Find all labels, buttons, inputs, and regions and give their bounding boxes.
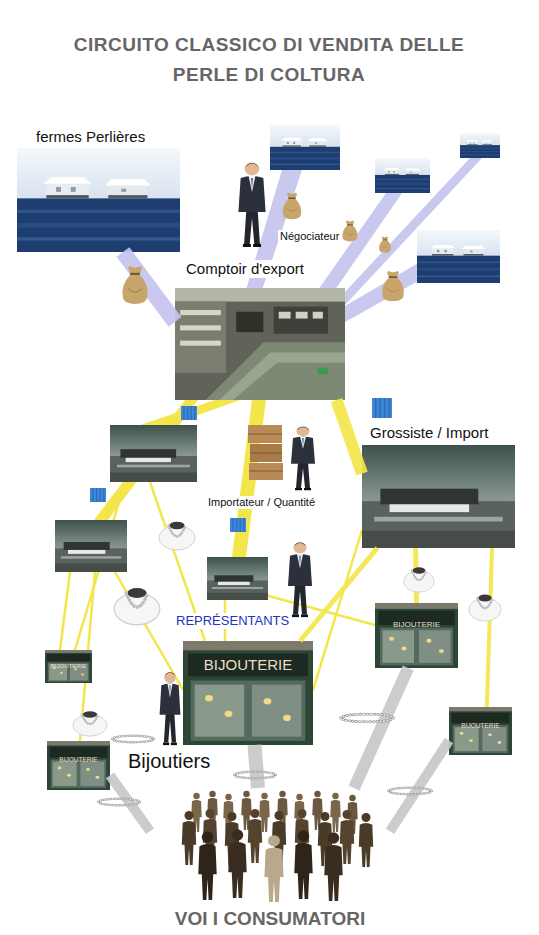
farm-photo	[375, 158, 430, 193]
supply-beam	[110, 775, 150, 831]
supply-line	[224, 600, 227, 641]
pearl-strand	[234, 772, 275, 778]
supply-beam	[487, 548, 492, 707]
supply-line	[115, 572, 183, 690]
money-bag	[283, 193, 302, 219]
person	[294, 830, 312, 899]
export-node: Comptoir d'export	[175, 258, 345, 400]
shop-photo	[47, 741, 110, 790]
cartons	[248, 425, 283, 480]
shop-photo	[45, 650, 92, 683]
necklace-display	[159, 522, 195, 550]
person	[359, 813, 373, 867]
pictures	[17, 125, 515, 790]
shop-sign: BIJOUTERIE	[204, 656, 292, 674]
node-heading: fermes Perlières	[33, 128, 148, 146]
wholesaler-node: Grossiste / Import	[362, 424, 515, 548]
supply-beam	[337, 400, 363, 474]
node-heading: Comptoir d'export	[183, 260, 307, 278]
carton-tape	[248, 434, 283, 471]
group-label: Bijoutiers	[126, 749, 212, 773]
shop-sign: BIJOUTERIE	[393, 620, 440, 630]
supply-beam	[300, 548, 377, 641]
crowd	[182, 791, 373, 902]
export-beam	[94, 400, 198, 520]
jeweller-shop: BIJOUTERIE	[47, 741, 110, 790]
necklace-display	[73, 711, 107, 736]
farm-photo	[17, 148, 180, 252]
person	[264, 835, 283, 902]
role-label: Importateur / Quantité	[206, 496, 317, 509]
farm-photo	[417, 230, 500, 283]
supply-beam	[354, 668, 408, 788]
jeweller-shop: BIJOUTERIE	[375, 603, 458, 668]
node-heading: Grossiste / Import	[367, 424, 491, 442]
supply-beam	[123, 252, 175, 322]
farm-photo	[270, 125, 340, 170]
role-label: REPRÉSENTANTS	[174, 613, 291, 629]
wholesaler-photo	[362, 445, 515, 548]
person	[324, 832, 342, 901]
farm-node: fermes Perlières	[17, 128, 180, 252]
necklace-display	[469, 594, 501, 621]
export-photo	[175, 288, 345, 400]
shop-sign: BIJOUTERIE	[59, 756, 97, 764]
money-bag	[382, 271, 404, 301]
pearl-strand	[341, 714, 393, 722]
wholesaler-photo	[207, 557, 268, 600]
wholesaler-photo	[55, 520, 127, 572]
node-heading: VOI I CONSUMATORI	[175, 908, 365, 931]
jeweller-shop: BIJOUTERIE	[449, 707, 512, 755]
money-bag	[379, 236, 391, 252]
person	[228, 829, 246, 898]
role-label: Négociateur	[278, 230, 341, 243]
shipping-container	[372, 398, 392, 418]
negotiator-figure	[238, 163, 265, 248]
supply-beam	[255, 745, 259, 788]
person	[330, 793, 340, 832]
supply-line	[150, 482, 205, 641]
jeweller-shop: BIJOUTERIE	[183, 641, 313, 745]
money-bag	[342, 221, 357, 242]
diagram-title: CIRCUITO CLASSICO DI VENDITA DELLE PERLE…	[69, 30, 469, 90]
representative-figure	[288, 542, 312, 617]
shop-photo	[375, 603, 458, 668]
pearl-strand	[388, 788, 431, 794]
shop-sign: BIJOUTERIE	[51, 663, 86, 670]
shop-photo	[183, 641, 313, 745]
person	[248, 809, 262, 863]
money-bag	[122, 266, 147, 304]
person	[182, 811, 196, 865]
jeweller-figure	[160, 672, 181, 745]
shipping-container	[181, 406, 197, 420]
person	[198, 831, 216, 900]
necklace-display	[404, 567, 434, 592]
shipping-container	[90, 488, 106, 502]
wholesaler-photo	[110, 425, 197, 482]
person	[340, 810, 354, 864]
shop-sign: BIJOUTERIE	[461, 722, 499, 730]
supply-beam	[390, 741, 449, 832]
supply-line	[313, 530, 362, 690]
shipping-container	[230, 518, 246, 532]
shop-photo	[449, 707, 512, 755]
farm-photo	[460, 133, 500, 158]
pearl-strand	[98, 799, 139, 805]
importer-figure	[291, 426, 315, 490]
supply-line	[60, 572, 70, 650]
farm-beam	[345, 262, 420, 322]
pearl-strand	[112, 736, 153, 742]
consumers-node: VOI I CONSUMATORI	[150, 788, 390, 932]
necklace-display	[114, 588, 160, 625]
jeweller-shop: BIJOUTERIE	[45, 650, 92, 683]
